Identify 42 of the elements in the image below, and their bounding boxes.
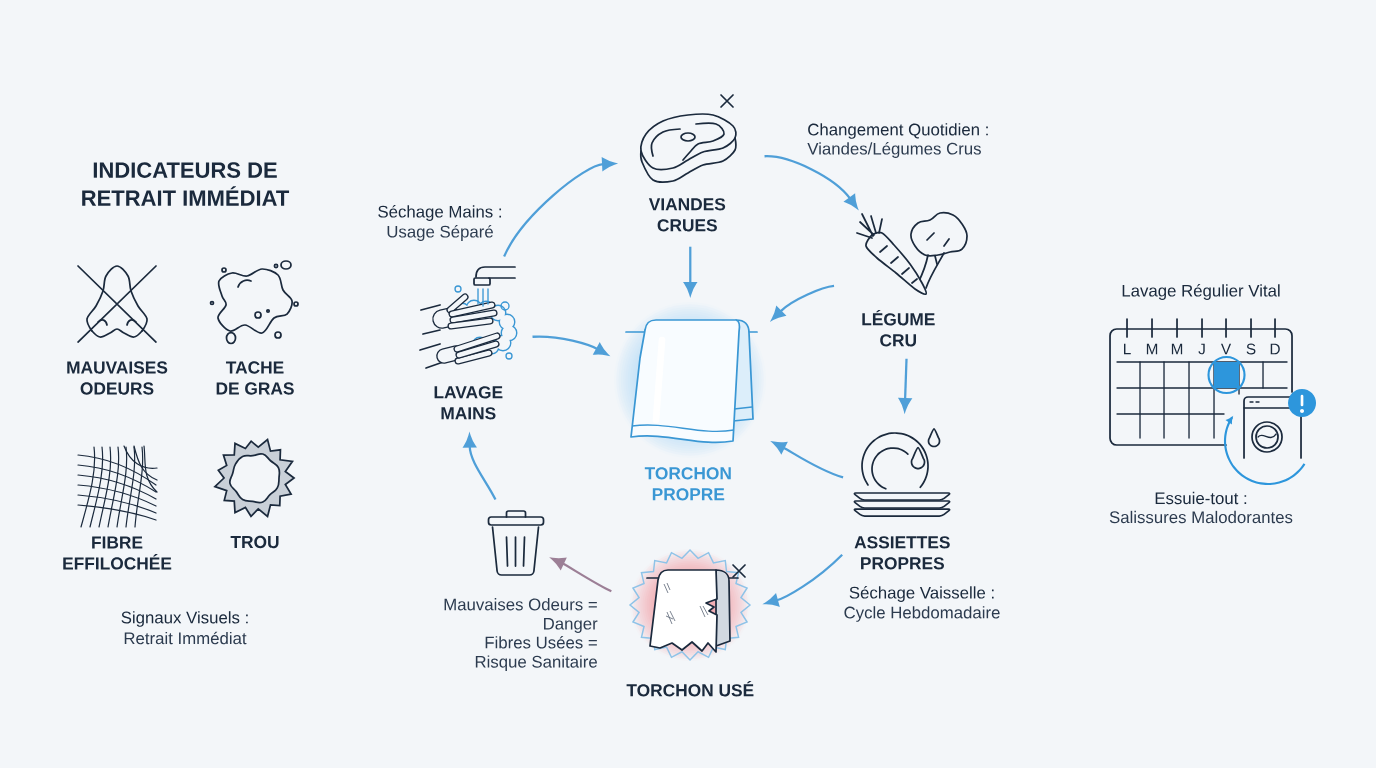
day-letter: M: [1146, 343, 1158, 355]
step-label: ASSIETTES PROPRES: [854, 536, 950, 570]
note-heading: Changement Quotidien :: [808, 123, 988, 139]
note-text: Viandes/Légumes Crus: [807, 142, 981, 158]
indicator-label: TACHE DE GRAS: [216, 361, 294, 395]
note-text: Retrait Immédiat: [124, 631, 247, 645]
step-label: LAVAGE MAINS: [434, 386, 503, 420]
arrow: [765, 553, 843, 607]
indicator-label: FIBRE EFFILOCHÉE: [63, 536, 172, 570]
arrow: [772, 441, 844, 479]
arrow: [463, 434, 497, 501]
note-heading: Lavage Régulier Vital: [1122, 284, 1280, 300]
arrow: [551, 557, 612, 593]
step-label: TORCHON PROPRE: [644, 467, 731, 501]
note-heading: Séchage Vaisselle :: [849, 586, 994, 602]
note-heading: Essuie-tout :: [1155, 491, 1247, 505]
note-text: Salissures Malodorantes: [1109, 510, 1293, 524]
arrow: [532, 335, 608, 356]
arrow: [764, 155, 858, 209]
day-letter: M: [1171, 343, 1183, 355]
arrow: [684, 246, 697, 296]
day-letter: L: [1124, 343, 1131, 355]
arrow: [771, 284, 835, 321]
note-heading: Séchage Mains :: [378, 205, 501, 221]
indicator-label: TROU: [230, 535, 279, 549]
note-heading: Signaux Visuels :: [121, 611, 248, 627]
day-letter: D: [1270, 343, 1280, 355]
trash-bin-icon: [487, 510, 545, 576]
day-letter: S: [1246, 343, 1256, 355]
note-text: Cycle Hebdomadaire: [844, 606, 1000, 622]
step-label: LÉGUME CRU: [862, 309, 935, 347]
indicator-label: MAUVAISES ODEURS: [67, 361, 168, 395]
note-text: Fibres Usées = Risque Sanitaire: [475, 636, 597, 672]
arrow: [898, 358, 912, 412]
step-label: VIANDES CRUES: [648, 198, 726, 232]
note-text: Usage Séparé: [387, 225, 493, 241]
day-letter: J: [1198, 343, 1205, 355]
arrow: [503, 157, 616, 257]
note-text: Mauvaises Odeurs = Danger: [444, 598, 598, 633]
day-letter: V: [1220, 343, 1232, 355]
panel-heading: INDICATEURS DE RETRAIT IMMÉDIAT: [82, 162, 290, 206]
step-label: TORCHON USÉ: [626, 680, 754, 697]
